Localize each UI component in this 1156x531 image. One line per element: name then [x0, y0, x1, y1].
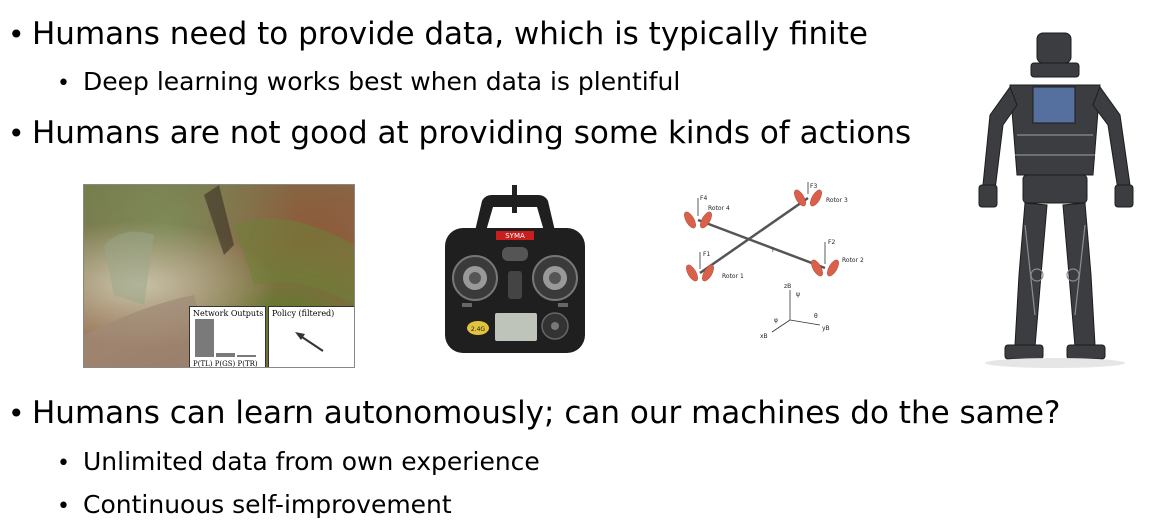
- bullet-level1: •Humans need to provide data, which is t…: [8, 16, 868, 52]
- axis-label: zB: [784, 283, 791, 290]
- bullet-level1: •Humans can learn autonomously; can our …: [8, 395, 1060, 431]
- force-label: F4: [700, 195, 707, 202]
- body-frame-axes: [771, 290, 821, 333]
- policy-title: Policy (filtered): [272, 309, 335, 318]
- bullet-dot: •: [8, 117, 25, 150]
- bullet-level1: •Humans are not good at providing some k…: [8, 115, 911, 151]
- angle-label: θ: [814, 313, 818, 320]
- propeller-icon: [684, 189, 839, 282]
- output-bar: [195, 319, 214, 357]
- network-outputs-inset: Network Outputs P(TL) P(GS) P(TR): [189, 306, 266, 368]
- bullet-level2: • Deep learning works best when data is p…: [57, 67, 680, 96]
- bullet-level2: • Continuous self-improvement: [57, 490, 452, 519]
- bullet-level2: • Unlimited data from own experience: [57, 447, 540, 476]
- policy-inset: Policy (filtered): [268, 306, 354, 367]
- bullet-text: Continuous self-improvement: [83, 490, 452, 519]
- bullet-text: Unlimited data from own experience: [83, 447, 540, 476]
- bullet-dot: •: [57, 71, 70, 96]
- remote-controller-image: SYMA 2.4G: [445, 185, 585, 353]
- axis-label: xB: [760, 333, 768, 340]
- remote-band: 2.4G: [471, 326, 486, 333]
- quadrotor-diagram: Rotor 4 Rotor 3 Rotor 2 Rotor 1 F4 F3 F2…: [684, 182, 864, 340]
- humanoid-robot-image: [978, 32, 1134, 368]
- bullet-text: Humans can learn autonomously; can our m…: [32, 395, 1061, 431]
- rotor-label: Rotor 2: [842, 257, 864, 264]
- remote-brand: SYMA: [505, 232, 525, 240]
- policy-arrow-icon: [295, 332, 324, 352]
- bullet-dot: •: [57, 451, 70, 476]
- output-bar: [237, 355, 256, 357]
- bullet-text: Deep learning works best when data is pl…: [83, 67, 681, 96]
- rotor-label: Rotor 3: [826, 197, 848, 204]
- bullet-dot: •: [57, 494, 70, 519]
- rotor-label: Rotor 4: [708, 205, 730, 212]
- forest-trail-image: Network Outputs P(TL) P(GS) P(TR) Policy…: [83, 184, 355, 368]
- bullet-text: Humans need to provide data, which is ty…: [32, 16, 868, 52]
- angle-label: φ: [774, 317, 778, 324]
- axis-label: yB: [822, 325, 830, 332]
- force-label: F3: [810, 183, 817, 190]
- force-label: F2: [828, 239, 835, 246]
- force-label: F1: [703, 251, 710, 258]
- bullet-dot: •: [8, 18, 25, 51]
- output-bar: [216, 353, 235, 357]
- rotor-label: Rotor 1: [722, 273, 744, 280]
- bullet-dot: •: [8, 397, 25, 430]
- network-outputs-title: Network Outputs: [193, 309, 264, 318]
- network-outputs-axis-label: P(TL) P(GS) P(TR): [193, 360, 258, 368]
- arm-length-label: l: [772, 247, 774, 254]
- angle-label: ψ: [796, 291, 800, 298]
- bullet-text: Humans are not good at providing some ki…: [32, 115, 912, 151]
- forest-texture: [84, 185, 354, 367]
